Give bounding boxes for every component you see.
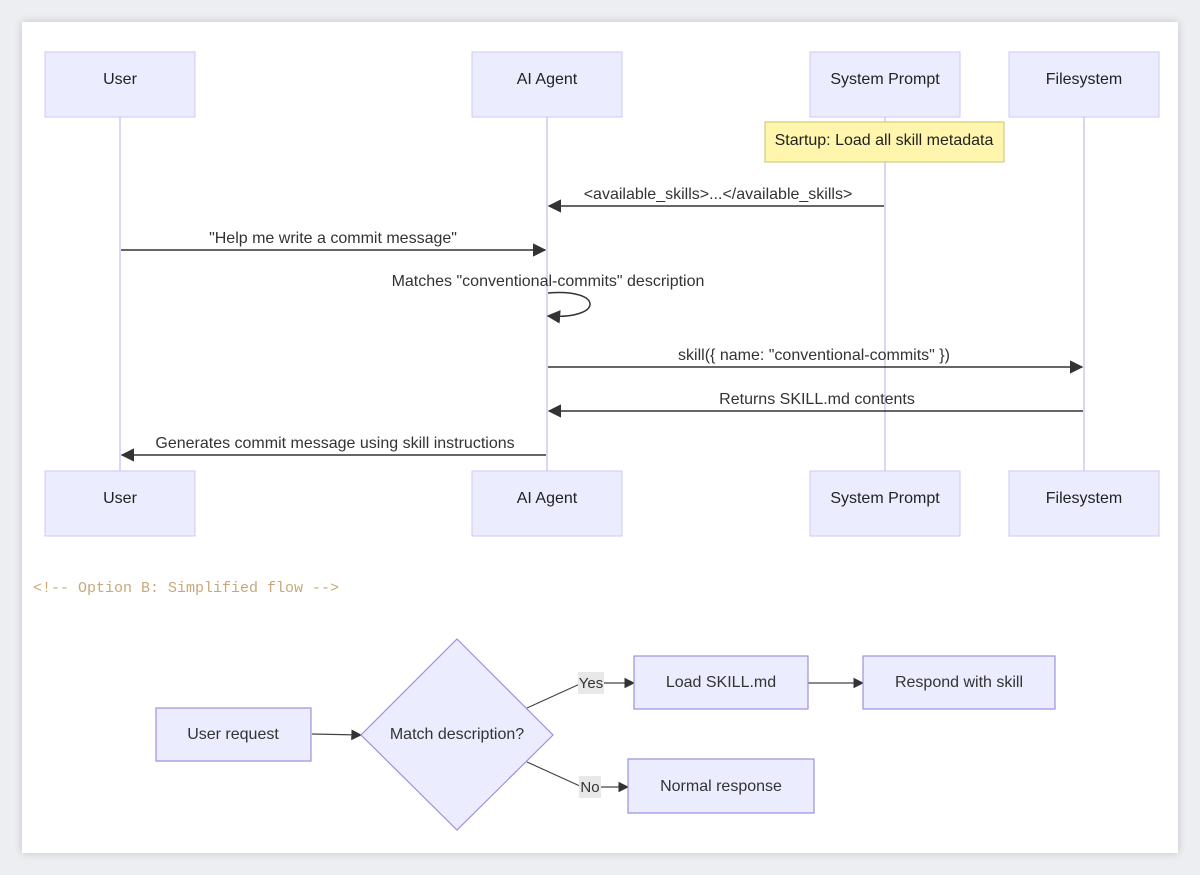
node-normal-response: Normal response — [627, 758, 815, 814]
actor-filesystem-bottom: Filesystem — [1008, 470, 1160, 537]
actor-label: AI Agent — [517, 71, 578, 88]
actor-user-bottom: User — [44, 470, 196, 537]
edge-label-no: No — [579, 776, 601, 798]
message-label: "Help me write a commit message" — [209, 230, 457, 247]
diagram-card: User AI Agent System Prompt Filesystem S… — [22, 22, 1178, 853]
edge-match-no-a — [526, 761, 583, 788]
edge-label-text: Yes — [579, 675, 603, 692]
node-label: User request — [187, 726, 279, 743]
node-label: Match description? — [390, 726, 524, 743]
startup-note: Startup: Load all skill metadata — [764, 121, 1005, 163]
html-comment-text: <!-- Option B: Simplified flow --> — [33, 580, 339, 597]
node-user-request: User request — [155, 707, 312, 762]
actor-label: Filesystem — [1046, 490, 1122, 507]
message-label: Returns SKILL.md contents — [719, 391, 915, 408]
actor-ai-agent-bottom: AI Agent — [471, 470, 623, 537]
actor-system-prompt-bottom: System Prompt — [809, 470, 961, 537]
self-message-arrow — [546, 291, 591, 324]
actor-filesystem-top: Filesystem — [1008, 51, 1160, 118]
edge-label-text: No — [580, 779, 599, 796]
actor-label: User — [103, 490, 137, 507]
actor-system-prompt-top: System Prompt — [809, 51, 961, 118]
node-load-skill: Load SKILL.md — [633, 655, 809, 710]
actor-ai-agent-top: AI Agent — [471, 51, 623, 118]
node-label: Load SKILL.md — [666, 674, 776, 691]
edge-match-yes-a — [526, 682, 583, 709]
node-respond-with-skill: Respond with skill — [862, 655, 1056, 710]
message-label: Generates commit message using skill ins… — [155, 435, 514, 452]
message-label: Matches "conventional-commits" descripti… — [392, 273, 705, 290]
actor-label: User — [103, 71, 137, 88]
actor-label: System Prompt — [830, 71, 940, 88]
actor-label: AI Agent — [517, 490, 578, 507]
actor-label: System Prompt — [830, 490, 940, 507]
node-match-description: Match description? — [360, 638, 554, 831]
actor-label: Filesystem — [1046, 71, 1122, 88]
actor-user-top: User — [44, 51, 196, 118]
node-label: Normal response — [660, 778, 782, 795]
note-text: Startup: Load all skill metadata — [775, 132, 994, 149]
diagram-canvas: User AI Agent System Prompt Filesystem S… — [33, 51, 1160, 831]
message-label: <available_skills>...</available_skills> — [584, 186, 853, 203]
node-label: Respond with skill — [895, 674, 1023, 691]
message-label: skill({ name: "conventional-commits" }) — [678, 347, 950, 364]
edge-request-to-match — [311, 729, 363, 741]
edge-label-yes: Yes — [578, 672, 604, 694]
